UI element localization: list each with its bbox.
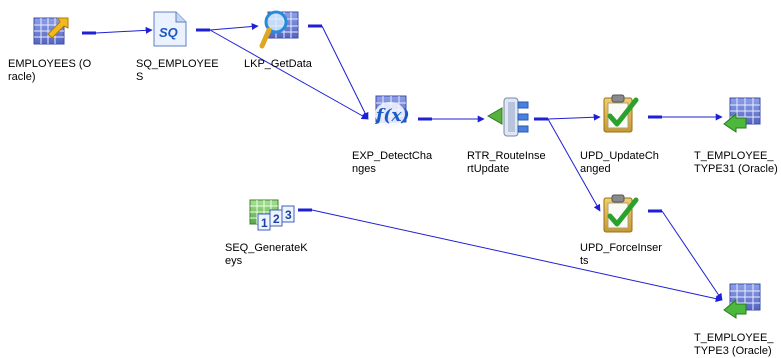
svg-text:3: 3 <box>285 208 292 222</box>
svg-text:SQ: SQ <box>159 25 178 40</box>
update-strategy-icon[interactable] <box>603 194 639 233</box>
svg-text:1: 1 <box>261 216 268 230</box>
lookup-icon[interactable] <box>259 10 299 49</box>
svg-text:f(x): f(x) <box>375 106 410 126</box>
svg-text:2: 2 <box>273 212 280 226</box>
node-label-employees: EMPLOYEES (O racle) <box>8 58 92 83</box>
node-label-upd-forceinserts: UPD_ForceInser ts <box>580 242 662 267</box>
update-strategy-icon[interactable] <box>603 94 639 133</box>
link-lkp_getdata-to-exp_detectchanges[interactable] <box>321 25 369 120</box>
node-label-rtr-routeinsertupdate: RTR_RouteInse rtUpdate <box>467 150 546 175</box>
sequence-generator-icon[interactable]: 1 2 3 <box>249 199 295 231</box>
link-seq_generatekeys-to-t_employee_type3[interactable] <box>311 209 723 303</box>
target-table-icon[interactable] <box>723 97 761 133</box>
links-layer <box>82 23 723 303</box>
target-table-icon[interactable] <box>723 283 761 319</box>
link-rtr_routeinsertupdate-to-upd_updatechanged[interactable] <box>547 113 601 121</box>
link-sq_employees-to-lkp_getdata[interactable] <box>209 23 259 31</box>
link-rtr_routeinsertupdate-to-upd_forceinserts[interactable] <box>547 118 601 212</box>
source-qualifier-icon[interactable]: SQ <box>153 11 187 47</box>
link-sq_employees-to-exp_detectchanges[interactable] <box>209 29 369 120</box>
node-label-exp-detectchanges: EXP_DetectCha nges <box>352 150 433 175</box>
expression-icon[interactable]: f(x) <box>375 95 410 126</box>
node-label-upd-updatechanged: UPD_UpdateCh anged <box>580 150 659 175</box>
node-label-t-employee-type31: T_EMPLOYEE_ TYPE31 (Oracle) <box>694 150 778 175</box>
node-label-sq-employees: SQ_EMPLOYEE S <box>136 58 219 83</box>
node-label-lkp-getdata: LKP_GetData <box>244 58 312 70</box>
link-upd_forceinserts-to-t_employee_type3[interactable] <box>661 210 723 301</box>
link-employees-to-sq_employees[interactable] <box>95 26 153 34</box>
router-icon[interactable] <box>486 97 529 137</box>
employees-source-icon[interactable] <box>33 17 69 45</box>
node-label-seq-generatekeys: SEQ_GenerateK eys <box>225 242 308 267</box>
node-label-t-employee-type3: T_EMPLOYEE_ TYPE3 (Oracle) <box>694 332 774 357</box>
